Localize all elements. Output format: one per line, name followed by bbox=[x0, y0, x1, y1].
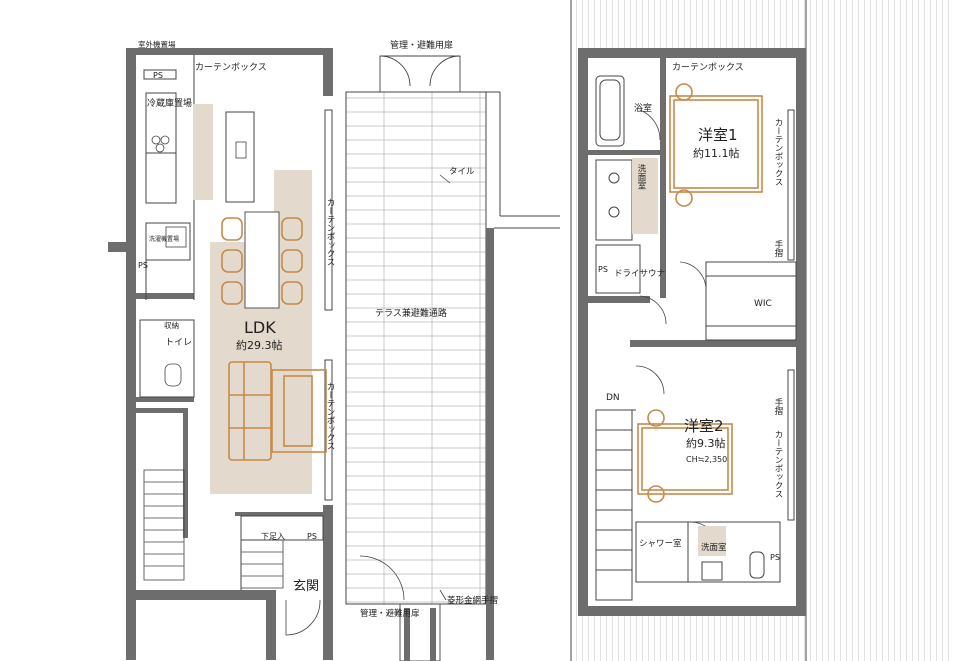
dn-label: DN bbox=[606, 393, 620, 403]
low-table bbox=[271, 369, 327, 453]
mgmt-door-bottom bbox=[359, 555, 405, 601]
bedroom1-area-label: 約11.1帖 bbox=[693, 146, 740, 160]
bedroom1-label: 洋室1 bbox=[698, 126, 738, 144]
handrail-label: 菱形金網手摺 bbox=[447, 595, 498, 606]
deck-top bbox=[571, 0, 806, 48]
curtain-box-r2-label: カーテンボックス bbox=[773, 430, 783, 498]
mgmt-door-bottom-label: 管理・避難用扉 bbox=[360, 608, 420, 619]
dining-chair bbox=[221, 217, 243, 241]
dry-sauna-label: ドライサウナ bbox=[614, 269, 665, 279]
toilet-label: トイレ bbox=[165, 338, 192, 348]
washroom1-label: 洗面室 bbox=[636, 163, 646, 189]
shower-label: シャワー室 bbox=[639, 538, 682, 549]
dining-set bbox=[221, 211, 303, 309]
curtain-box-mid-label: カーテンボックス bbox=[325, 198, 335, 266]
deck-bottom bbox=[571, 616, 806, 661]
left-floor-plan: 室外機置場 PS カーテンボックス 冷蔵庫置場 洗濯機置場 PS 収納 トイレ … bbox=[108, 39, 335, 660]
ps-right-label: PS bbox=[598, 265, 608, 274]
shoe-box-label: 下足入 bbox=[261, 532, 285, 541]
cooktop-burner bbox=[155, 143, 165, 153]
curtain-box-low-label: カーテンボックス bbox=[325, 382, 335, 450]
living-set bbox=[228, 361, 327, 461]
washroom2-label: 洗面室 bbox=[701, 542, 727, 553]
washing-machine bbox=[165, 226, 187, 248]
washroom1-rug bbox=[632, 158, 658, 234]
right-walls bbox=[578, 48, 806, 616]
washer-label: 洗濯機置場 bbox=[149, 235, 179, 243]
dining-chair bbox=[281, 281, 303, 305]
right-interior-lines bbox=[595, 75, 797, 601]
bed-2 bbox=[637, 409, 733, 503]
left-walls bbox=[108, 48, 333, 660]
cooktop-burner bbox=[151, 135, 161, 145]
dining-chair bbox=[221, 281, 243, 305]
dining-chair bbox=[221, 249, 243, 273]
entrance-label: 玄関 bbox=[293, 579, 319, 594]
washroom2-rug bbox=[698, 526, 726, 556]
deck-left bbox=[571, 48, 578, 616]
fridge-label: 冷蔵庫置場 bbox=[147, 97, 192, 109]
dining-chair bbox=[281, 249, 303, 273]
mgmt-door-top bbox=[379, 55, 461, 92]
left-stairs bbox=[143, 469, 284, 589]
terrace-rail-right bbox=[486, 228, 494, 660]
dining-table bbox=[244, 211, 280, 309]
handrail1-label: 手摺 bbox=[773, 239, 783, 257]
terrace-route-label-1: テラス兼避難通路 bbox=[375, 307, 447, 319]
bath-label: 浴室 bbox=[634, 102, 652, 114]
tile-label: タイル bbox=[449, 167, 475, 177]
ps-label-top: PS bbox=[153, 71, 163, 80]
ldk-label: LDK bbox=[244, 318, 276, 337]
bed-1 bbox=[669, 83, 763, 207]
ps-bottom-label: PS bbox=[770, 553, 780, 562]
dining-chair bbox=[281, 217, 303, 241]
ceiling-height-label: CH≒2,350 bbox=[686, 455, 727, 464]
kitchen-appliances bbox=[151, 135, 247, 248]
mgmt-door-top-label: 管理・避難用扉 bbox=[390, 39, 453, 51]
deck-right bbox=[806, 0, 953, 661]
bedroom2-label: 洋室2 bbox=[684, 417, 724, 435]
right-floor-plan: カーテンボックス 浴室 洗面室 洋室1 約11.1帖 カーテンボックス 手摺 P… bbox=[570, 0, 953, 661]
ldk-area-label: 約29.3帖 bbox=[236, 338, 283, 352]
curtain-box-r1-label: カーテンボックス bbox=[773, 118, 783, 186]
curtain-box-right-top-label: カーテンボックス bbox=[672, 62, 744, 73]
ps-label-left: PS bbox=[138, 261, 148, 270]
ps-entry-label: PS bbox=[307, 532, 317, 541]
toilet-bowl bbox=[164, 363, 182, 387]
storage-label: 収納 bbox=[164, 320, 179, 330]
terrace: 管理・避難用扉 タイル テラス兼避難通路 管理・避難用扉 菱形金網手摺 bbox=[345, 39, 560, 661]
entrance-door bbox=[285, 599, 321, 636]
curtain-box-top-label: カーテンボックス bbox=[195, 62, 267, 73]
outdoor-unit-label: 室外機置場 bbox=[138, 39, 176, 49]
sink bbox=[235, 141, 247, 159]
cooktop-burner bbox=[160, 135, 170, 145]
handrail2-label: 手摺 bbox=[773, 397, 783, 416]
bedroom2-area-label: 約9.3帖 bbox=[686, 436, 726, 450]
sofa bbox=[228, 361, 272, 461]
wic-label: WIC bbox=[754, 299, 772, 309]
